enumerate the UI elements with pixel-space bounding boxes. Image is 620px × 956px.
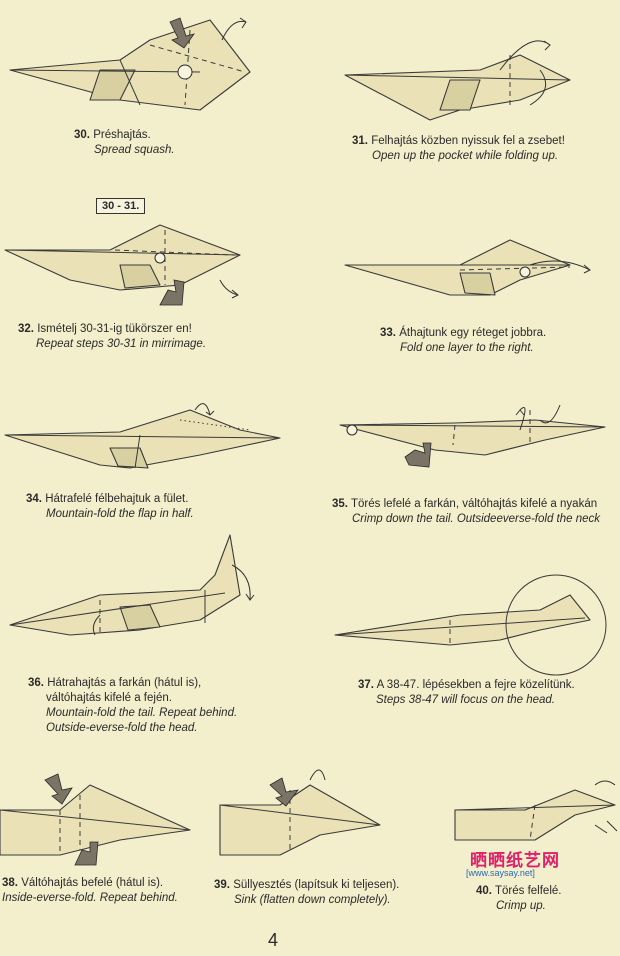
step-40-figure [454, 780, 618, 841]
step-38-caption: 38. Váltóhajtás befelé (hátul is). Insid… [2, 877, 178, 904]
step-39-figure [219, 769, 381, 856]
step-35-figure [339, 404, 606, 468]
step-31-caption: 31. Felhajtás közben nyissuk fel a zsebe… [352, 135, 565, 162]
step-31-figure [344, 40, 571, 121]
step-ref-box: 30 - 31. [96, 198, 146, 214]
step-39-caption: 39. Süllyesztés (lapítsuk ki teljesen). … [214, 879, 400, 906]
step-32-caption: 32. Ismételj 30-31-ig tükörszer en! Repe… [18, 323, 207, 350]
step-34-caption: 34. Hátrafelé félbehajtuk a fület. Mount… [26, 493, 194, 520]
step-30-caption: 30. Préshajtás. Spread squash. [74, 129, 175, 156]
step-30-figure [9, 17, 251, 111]
step-33-caption: 33. Áthajtunk egy réteget jobbra. Fold o… [380, 327, 547, 354]
step-37-caption: 37. A 38-47. lépésekben a fejre közelítü… [358, 679, 575, 706]
step-36-figure [9, 534, 255, 636]
step-37-figure [334, 574, 607, 676]
watermark-logo: 晒晒纸艺网 [470, 851, 560, 870]
step-38-figure [0, 773, 191, 866]
page-number: 4 [268, 930, 279, 950]
step-32-figure [4, 224, 241, 306]
step-34-figure [4, 403, 281, 469]
watermark-url: [www.saysay.net] [466, 868, 535, 878]
step-40-caption: 40. Törés felfelé. Crimp up. [476, 885, 562, 912]
step-36-caption: 36. Hátrahajtás a farkán (hátul is), vál… [28, 677, 238, 734]
step-35-caption: 35. Törés lefelé a farkán, váltóhajtás k… [332, 498, 601, 525]
step-33-figure [344, 239, 591, 296]
